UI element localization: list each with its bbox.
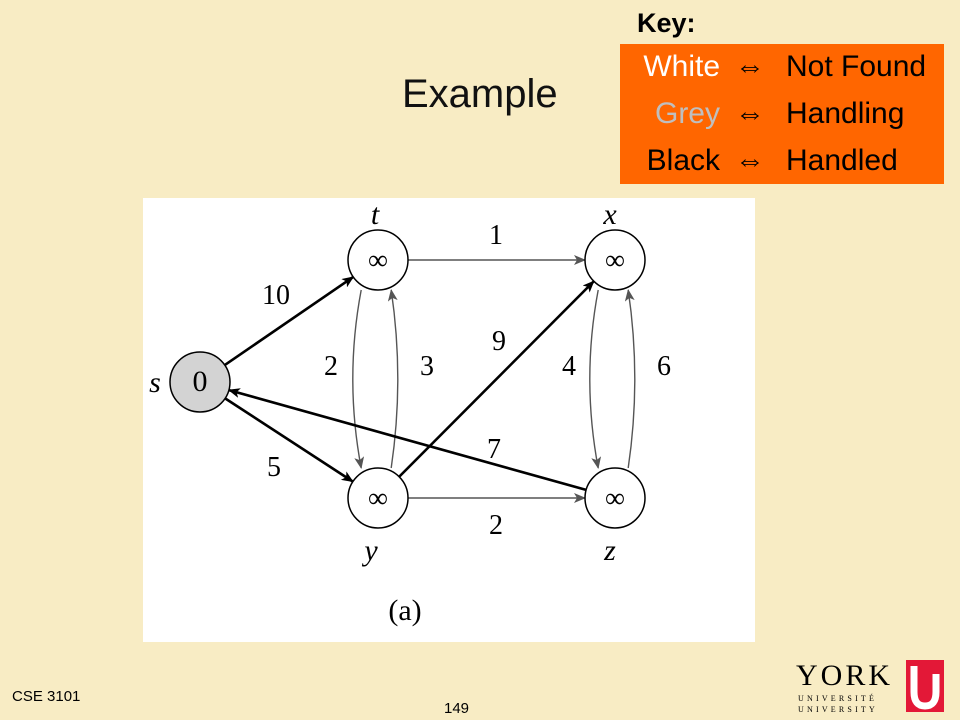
edge-weight-x-z: 4 [562, 351, 576, 382]
edge-weight-z-x: 6 [657, 351, 671, 382]
edge-y-t [387, 289, 399, 469]
node-value-z: ∞ [605, 483, 625, 514]
graph-diagram: 10 5 1 2 3 9 2 4 6 7 0s ∞ t ∞ x ∞ y ∞ z (a) [149, 198, 671, 627]
edge-weight-y-t: 3 [420, 351, 434, 382]
node-z [584, 467, 646, 529]
node-value-x: ∞ [605, 245, 625, 276]
node-label-t: t [371, 198, 380, 231]
key-legend: White ⇔ Not Found Grey ⇔ Handling Black … [620, 44, 944, 184]
node-value-t: ∞ [368, 245, 388, 276]
york-university-logo: YORK UNIVERSITÉ UNIVERSITY [796, 660, 946, 715]
node-s [169, 351, 231, 413]
node-value-s: 0 [193, 365, 208, 398]
edge-z-x [624, 289, 636, 469]
logo-line-french: UNIVERSITÉ [798, 694, 878, 703]
key-state: Grey [654, 97, 720, 130]
node-t [347, 229, 409, 291]
edge-weight-s-y: 5 [267, 452, 281, 483]
node-y [347, 467, 409, 529]
node-label-z: z [603, 534, 616, 567]
slide-title: Example [402, 72, 558, 116]
key-row-grey: Grey ⇔ Handling [620, 91, 944, 137]
left-right-double-arrow-icon: ⇔ [735, 144, 765, 177]
logo-wordmark: YORK [796, 659, 894, 692]
edge-weight-s-t: 10 [262, 280, 290, 311]
node-label-y: y [361, 534, 378, 567]
edge-weight-y-z: 2 [489, 510, 503, 541]
edge-weight-y-x: 9 [492, 326, 506, 357]
key-row-black: Black ⇔ Handled [620, 138, 944, 184]
edge-y-x [398, 280, 595, 478]
page-number: 149 [444, 700, 470, 717]
edge-weight-z-s: 7 [487, 434, 501, 465]
node-value-y: ∞ [368, 483, 388, 514]
figure-caption: (a) [388, 594, 421, 627]
key-meaning: Handled [786, 144, 898, 177]
edge-weight-t-x: 1 [489, 220, 503, 251]
edge-z-s [227, 388, 587, 492]
key-meaning: Handling [786, 97, 905, 130]
node-x [584, 229, 646, 291]
edge-t-y [352, 289, 365, 469]
course-code: CSE 3101 [12, 688, 81, 705]
key-meaning: Not Found [786, 50, 927, 83]
node-label-x: x [602, 198, 617, 231]
key-row-white: White ⇔ Not Found [620, 44, 944, 90]
left-right-double-arrow-icon: ⇔ [735, 97, 765, 130]
logo-line-english: UNIVERSITY [798, 705, 878, 714]
key-state: White [643, 50, 720, 83]
edge-x-z [589, 289, 602, 469]
key-state: Black [646, 144, 720, 177]
node-label-s: s [149, 366, 161, 399]
edge-s-y [224, 397, 354, 483]
york-u-mark-icon [906, 660, 944, 712]
left-right-double-arrow-icon: ⇔ [735, 50, 765, 83]
key-label: Key: [637, 8, 696, 38]
edge-weight-t-y: 2 [324, 351, 338, 382]
edge-s-t [224, 275, 355, 367]
